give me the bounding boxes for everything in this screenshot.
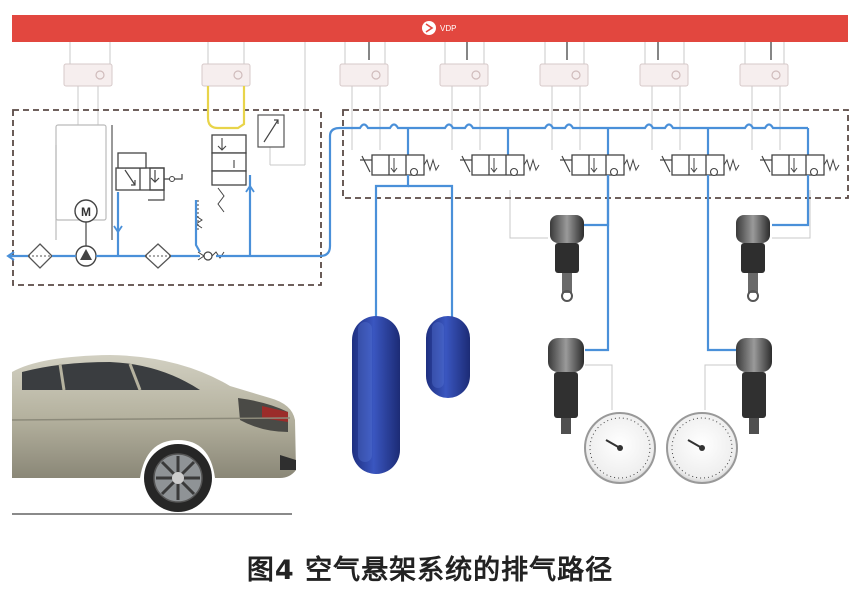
solenoid-coils bbox=[360, 155, 772, 173]
air-strut-rear-left bbox=[548, 338, 584, 434]
relay-circle-icons bbox=[95, 70, 781, 80]
flow-arrow-icon bbox=[113, 225, 123, 234]
air-lines-to-components bbox=[374, 175, 810, 352]
valve-flow-arrows bbox=[390, 158, 798, 173]
control-wires bbox=[368, 42, 772, 60]
compressor-unit-boundary bbox=[12, 109, 322, 286]
car-illustration bbox=[11, 355, 296, 515]
relay-boxes bbox=[63, 63, 789, 87]
pressure-gauge-right bbox=[666, 412, 738, 484]
compressor-internals bbox=[55, 124, 113, 240]
yellow-signal-line bbox=[206, 86, 246, 130]
vdp-logo-icon bbox=[422, 21, 436, 35]
manifold-air-line bbox=[346, 123, 808, 130]
vdp-label: VDP bbox=[440, 24, 456, 33]
valve-block-boundary bbox=[342, 109, 849, 199]
exhaust-arrow-icon bbox=[6, 251, 15, 261]
flow-arrow-icon bbox=[245, 184, 255, 193]
air-strut-front-right bbox=[736, 215, 770, 302]
pilot-valve bbox=[211, 134, 247, 186]
motor-symbol: M bbox=[81, 205, 91, 219]
air-strut-rear-right bbox=[736, 338, 772, 434]
air-reservoir-small bbox=[426, 316, 470, 398]
figure-caption: 图4 空气悬架系统的排气路径 bbox=[246, 555, 614, 586]
exhaust-valve bbox=[115, 152, 165, 191]
valve-drop-lines bbox=[406, 128, 810, 155]
solenoid-valves bbox=[371, 154, 825, 176]
air-reservoir-large bbox=[352, 316, 400, 474]
air-strut-front-left bbox=[550, 215, 584, 302]
signal-lines bbox=[69, 42, 811, 410]
check-valve-icon bbox=[203, 251, 213, 261]
pressure-gauge-left bbox=[584, 412, 656, 484]
air-lines-compressor bbox=[8, 126, 346, 258]
valve-check-circles bbox=[409, 167, 819, 177]
valve-springs bbox=[423, 158, 840, 172]
